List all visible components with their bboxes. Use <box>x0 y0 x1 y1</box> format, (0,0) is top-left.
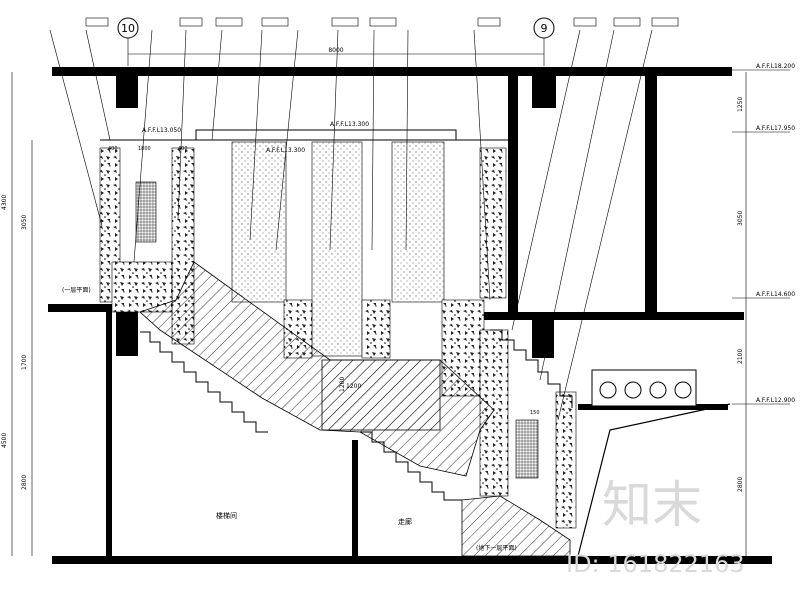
watermark-id: ID: 161822163 <box>566 550 745 578</box>
right-dim-1: 1250 <box>737 97 744 112</box>
elev-low: A.F.F.L12.900 <box>756 397 795 404</box>
roof-slab <box>52 67 732 76</box>
stone-block-left <box>111 261 173 313</box>
glass-panel-3 <box>391 141 445 303</box>
pipe-3 <box>649 381 667 399</box>
beam-left <box>116 76 138 108</box>
floor-tag-left: (一层平面) <box>62 287 91 294</box>
left-dim-1: 4300 <box>1 195 8 210</box>
right-column-upper <box>645 76 657 312</box>
left-dim-4: 4500 <box>1 433 8 448</box>
elev-ceiling-inner: A.F.F.L13.300 <box>266 147 305 154</box>
top-tag-row <box>85 17 679 27</box>
beam-right <box>532 76 556 108</box>
floor-tag-bottom: (地下一层平面) <box>476 544 517 552</box>
right-slab-low <box>578 404 728 410</box>
ceiling-panel <box>195 129 457 141</box>
elev-left-top: A.F.F.L13.050 <box>142 127 181 134</box>
elev-ceiling: A.F.F.L13.300 <box>330 121 369 128</box>
right-dim-4: 2800 <box>737 477 744 492</box>
grid-marker-9: 9 <box>541 22 548 35</box>
lower-stair-base <box>461 495 571 557</box>
watermark-brand: 知末 <box>602 476 702 534</box>
landing-width: 1200 <box>346 383 361 390</box>
right-dim-2: 3050 <box>737 211 744 226</box>
stone-column-lower-right2 <box>555 391 577 529</box>
bottom-slab <box>52 556 772 564</box>
left-beam <box>116 312 138 356</box>
right-wall <box>508 76 518 312</box>
right-slab-mid <box>484 312 744 320</box>
stone-base-2 <box>361 299 391 359</box>
landing-depth: 1200 <box>339 377 346 392</box>
small-dim-2: 1800 <box>138 146 151 152</box>
grid-marker-10: 10 <box>121 22 135 35</box>
elev-mid: A.F.F.L14.600 <box>756 291 795 298</box>
elev-top: A.F.F.L18.200 <box>756 63 795 70</box>
stair-steps-lower2 <box>360 431 462 501</box>
small-dim-3: 400 <box>178 146 188 152</box>
room-label-corridor: 走廊 <box>398 517 412 526</box>
small-dim-4: 150 <box>530 410 540 416</box>
stone-column-right <box>479 147 507 299</box>
glass-panel-1 <box>231 141 287 303</box>
mid-lower-wall <box>352 440 358 556</box>
glass-panel-2 <box>311 141 363 357</box>
pipe-4 <box>674 381 692 399</box>
elev-2: A.F.F.L17.950 <box>756 125 795 132</box>
pipe-1 <box>599 381 617 399</box>
grille-left <box>135 181 157 243</box>
left-lower-wall <box>106 312 112 556</box>
room-label-stair-hall: 楼梯间 <box>216 511 237 520</box>
left-dim-3: 1700 <box>21 355 28 370</box>
stair-steps-upper <box>490 329 573 408</box>
left-dim-5: 2800 <box>21 475 28 490</box>
left-floor-slab <box>48 304 138 312</box>
right-beam-lower <box>532 320 554 358</box>
right-dim-3: 2100 <box>737 349 744 364</box>
stair-landing <box>321 359 441 431</box>
right-lower-slope <box>577 403 731 557</box>
pipe-2 <box>624 381 642 399</box>
overall-dimension: 8000 <box>328 47 343 54</box>
stair-steps-lower <box>140 331 268 433</box>
grille-right <box>515 419 539 479</box>
left-dim-2: 3050 <box>21 215 28 230</box>
leader-lines <box>49 29 653 421</box>
small-dim-1: 400 <box>108 146 118 152</box>
